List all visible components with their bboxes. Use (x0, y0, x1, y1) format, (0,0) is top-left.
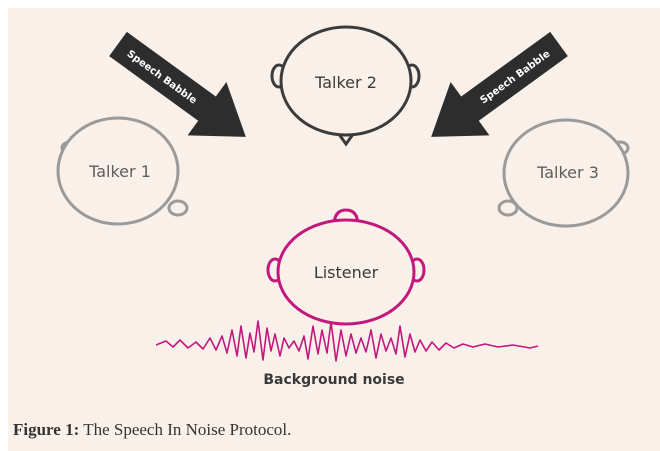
speech-in-noise-diagram: Talker 2 Talker 1 Talker 3 Speech Babble… (56, 25, 630, 388)
talker-1-circle (56, 116, 180, 226)
listener-label: Listener (314, 263, 379, 282)
talker-3-head: Talker 3 (497, 118, 630, 228)
figure-panel: Talker 2 Talker 1 Talker 3 Speech Babble… (8, 8, 660, 451)
caption-prefix: Figure 1: (13, 420, 80, 439)
listener-circle (276, 218, 416, 326)
talker-1-label: Talker 1 (88, 162, 151, 181)
noise-label: Background noise (263, 372, 404, 388)
talker-2-label: Talker 2 (314, 73, 377, 92)
noise-waveform (155, 320, 539, 362)
talker-2-head: Talker 2 (270, 25, 421, 147)
arrow-right-shape (431, 31, 568, 137)
arrow-left-shape (109, 31, 246, 137)
listener-head: Listener (266, 208, 426, 326)
talker-3-circle (502, 118, 630, 228)
talker-1-lower-ear (167, 199, 189, 217)
talker-3-label: Talker 3 (536, 163, 599, 182)
talker-1-head: Talker 1 (56, 116, 189, 226)
talker-2-circle (279, 25, 413, 137)
caption-text: The Speech In Noise Protocol. (79, 420, 292, 439)
figure-caption: Figure 1: The Speech In Noise Protocol. (13, 417, 653, 443)
talker-3-lower-ear (497, 199, 519, 217)
